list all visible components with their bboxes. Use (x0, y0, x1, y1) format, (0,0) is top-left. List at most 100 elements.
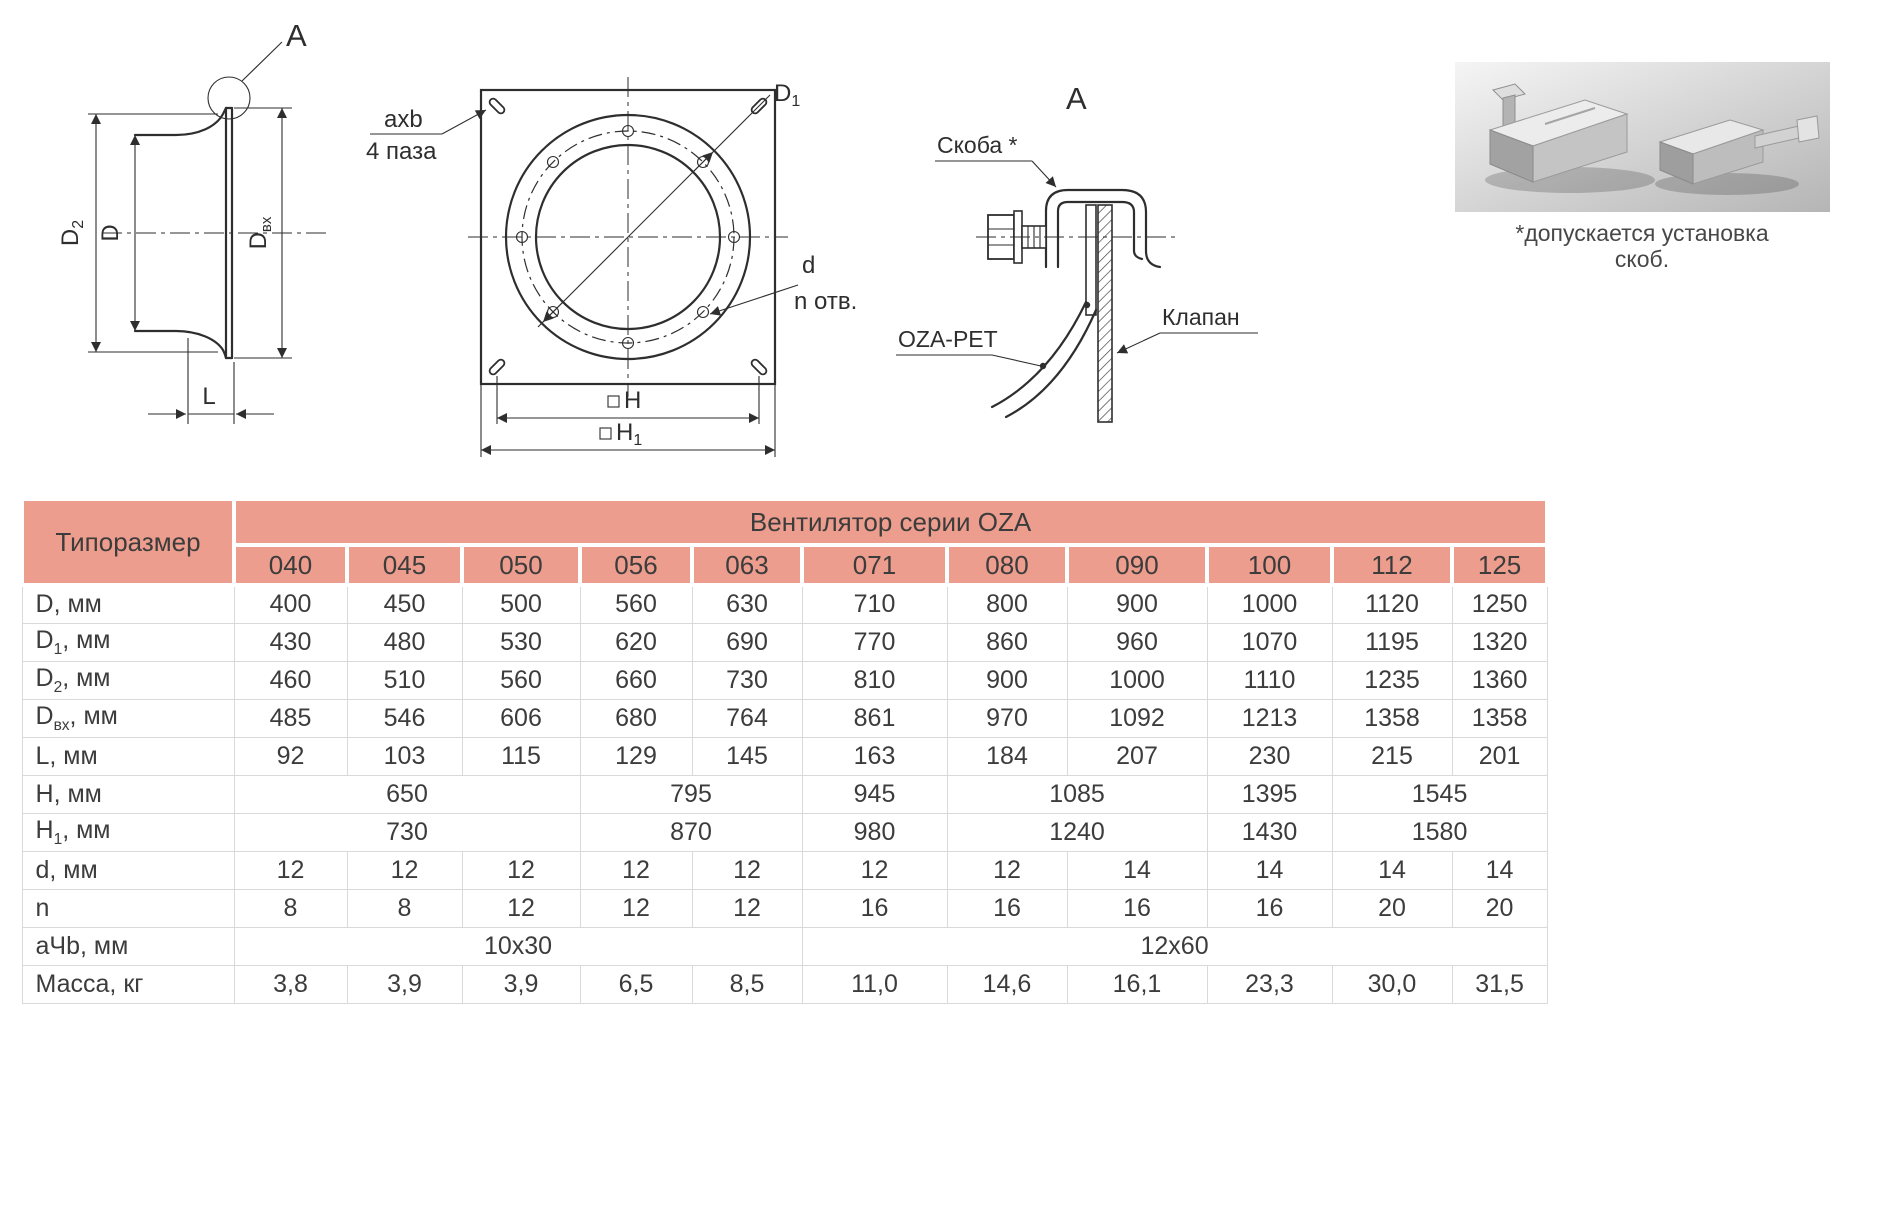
value-cell: 16 (801, 888, 948, 928)
value-cell: 12 (579, 888, 693, 928)
value-cell: 12 (801, 850, 948, 890)
d-dim-label: D (97, 224, 124, 241)
size-header: 080 (945, 543, 1069, 587)
body-leader (991, 354, 1042, 367)
clamp-label: Скоба * (937, 132, 1018, 158)
value-cell: 20 (1451, 888, 1548, 928)
value-cell: 3,9 (461, 964, 581, 1004)
value-cell: 14,6 (946, 964, 1068, 1004)
value-cell: 16,1 (1066, 964, 1208, 1004)
value-cell: 12 (346, 850, 463, 890)
panel-plate (1085, 204, 1097, 316)
value-cell: 606 (461, 698, 581, 738)
value-cell: 1240 (946, 812, 1208, 852)
value-cell: 1195 (1331, 622, 1453, 662)
d1-arrow-low (542, 300, 565, 323)
value-cell: 680 (579, 698, 693, 738)
value-cell: 970 (946, 698, 1068, 738)
value-cell: 30,0 (1331, 964, 1453, 1004)
value-cell: 560 (461, 660, 581, 700)
value-cell: 530 (461, 622, 581, 662)
value-cell: 16 (1066, 888, 1208, 928)
row-label: n (21, 888, 235, 928)
value-cell: 980 (801, 812, 948, 852)
value-cell: 6,5 (579, 964, 693, 1004)
value-cell: 1360 (1451, 660, 1548, 700)
size-header: 045 (345, 543, 464, 587)
value-cell: 1320 (1451, 622, 1548, 662)
d1-arrow-high (691, 151, 714, 174)
value-cell: 163 (801, 736, 948, 776)
dvx-dim-label: Dвх (245, 216, 275, 249)
size-header: 071 (800, 543, 949, 587)
value-cell: 1358 (1331, 698, 1453, 738)
value-cell: 230 (1206, 736, 1333, 776)
square-symbol (599, 427, 612, 440)
value-cell: 960 (1066, 622, 1208, 662)
drawing-front-view: D1 axb 4 паза d n отв. H H1 (350, 75, 880, 475)
shell-joint-dot (1083, 301, 1091, 309)
series-header-cell: Вентилятор серии OZA (231, 497, 1550, 547)
bolt-hole (515, 230, 529, 244)
size-header: 125 (1449, 543, 1550, 587)
valve-leader (1116, 332, 1161, 354)
inlet-inner-circle (534, 143, 722, 331)
value-cell: 1110 (1206, 660, 1333, 700)
value-cell: 900 (946, 660, 1068, 700)
value-cell: 14 (1331, 850, 1453, 890)
h-dim-label: H (624, 387, 641, 414)
side-profile-top (133, 106, 228, 137)
value-cell: 1213 (1206, 698, 1333, 738)
value-cell: 1358 (1451, 698, 1548, 738)
value-cell: 8 (346, 888, 463, 928)
size-header: 040 (232, 543, 349, 587)
clamp-outer (1044, 188, 1162, 269)
clamps-photo (1455, 62, 1830, 212)
bolt-hole (727, 230, 741, 244)
value-cell: 129 (579, 736, 693, 776)
corner-header: Типоразмер (20, 497, 236, 587)
corner-slot-bl (488, 358, 506, 376)
value-cell: 14 (1206, 850, 1333, 890)
bolt-hole (546, 155, 560, 169)
body-leader-dot (1039, 362, 1047, 370)
value-cell: 800 (946, 584, 1068, 624)
value-cell: 1085 (946, 774, 1208, 814)
value-cell: 215 (1331, 736, 1453, 776)
size-header: 100 (1205, 543, 1334, 587)
value-cell: 12 (461, 888, 581, 928)
square-symbol (607, 395, 620, 408)
h1-dim-label: H1 (616, 419, 642, 449)
value-cell: 12 (461, 850, 581, 890)
value-cell: 795 (579, 774, 803, 814)
value-cell: 103 (346, 736, 463, 776)
value-cell: 860 (946, 622, 1068, 662)
value-cell: 730 (691, 660, 803, 700)
l-dim-label: L (202, 383, 215, 410)
value-cell: 12 (579, 850, 693, 890)
value-cell: 690 (691, 622, 803, 662)
value-cell: 810 (801, 660, 948, 700)
row-label: D1, мм (21, 622, 235, 662)
slot-note-line1: axb (384, 106, 423, 133)
valve-plate-hatched (1097, 204, 1113, 423)
value-cell: 207 (1066, 736, 1208, 776)
corner-slot-br (750, 358, 768, 376)
bolt-hole (621, 124, 635, 138)
value-cell: 510 (346, 660, 463, 700)
value-cell: 3,8 (233, 964, 348, 1004)
value-cell: 16 (946, 888, 1068, 928)
value-cell: 1580 (1331, 812, 1548, 852)
drawing-detail-a: А Скоба * OZA- (880, 55, 1300, 465)
photo-caption-line1: *допускается установка (1515, 220, 1769, 246)
value-cell: 12x60 (801, 926, 1548, 966)
row-label: аЧb, мм (21, 926, 235, 966)
row-label: d, мм (21, 850, 235, 890)
value-cell: 900 (1066, 584, 1208, 624)
value-cell: 546 (346, 698, 463, 738)
